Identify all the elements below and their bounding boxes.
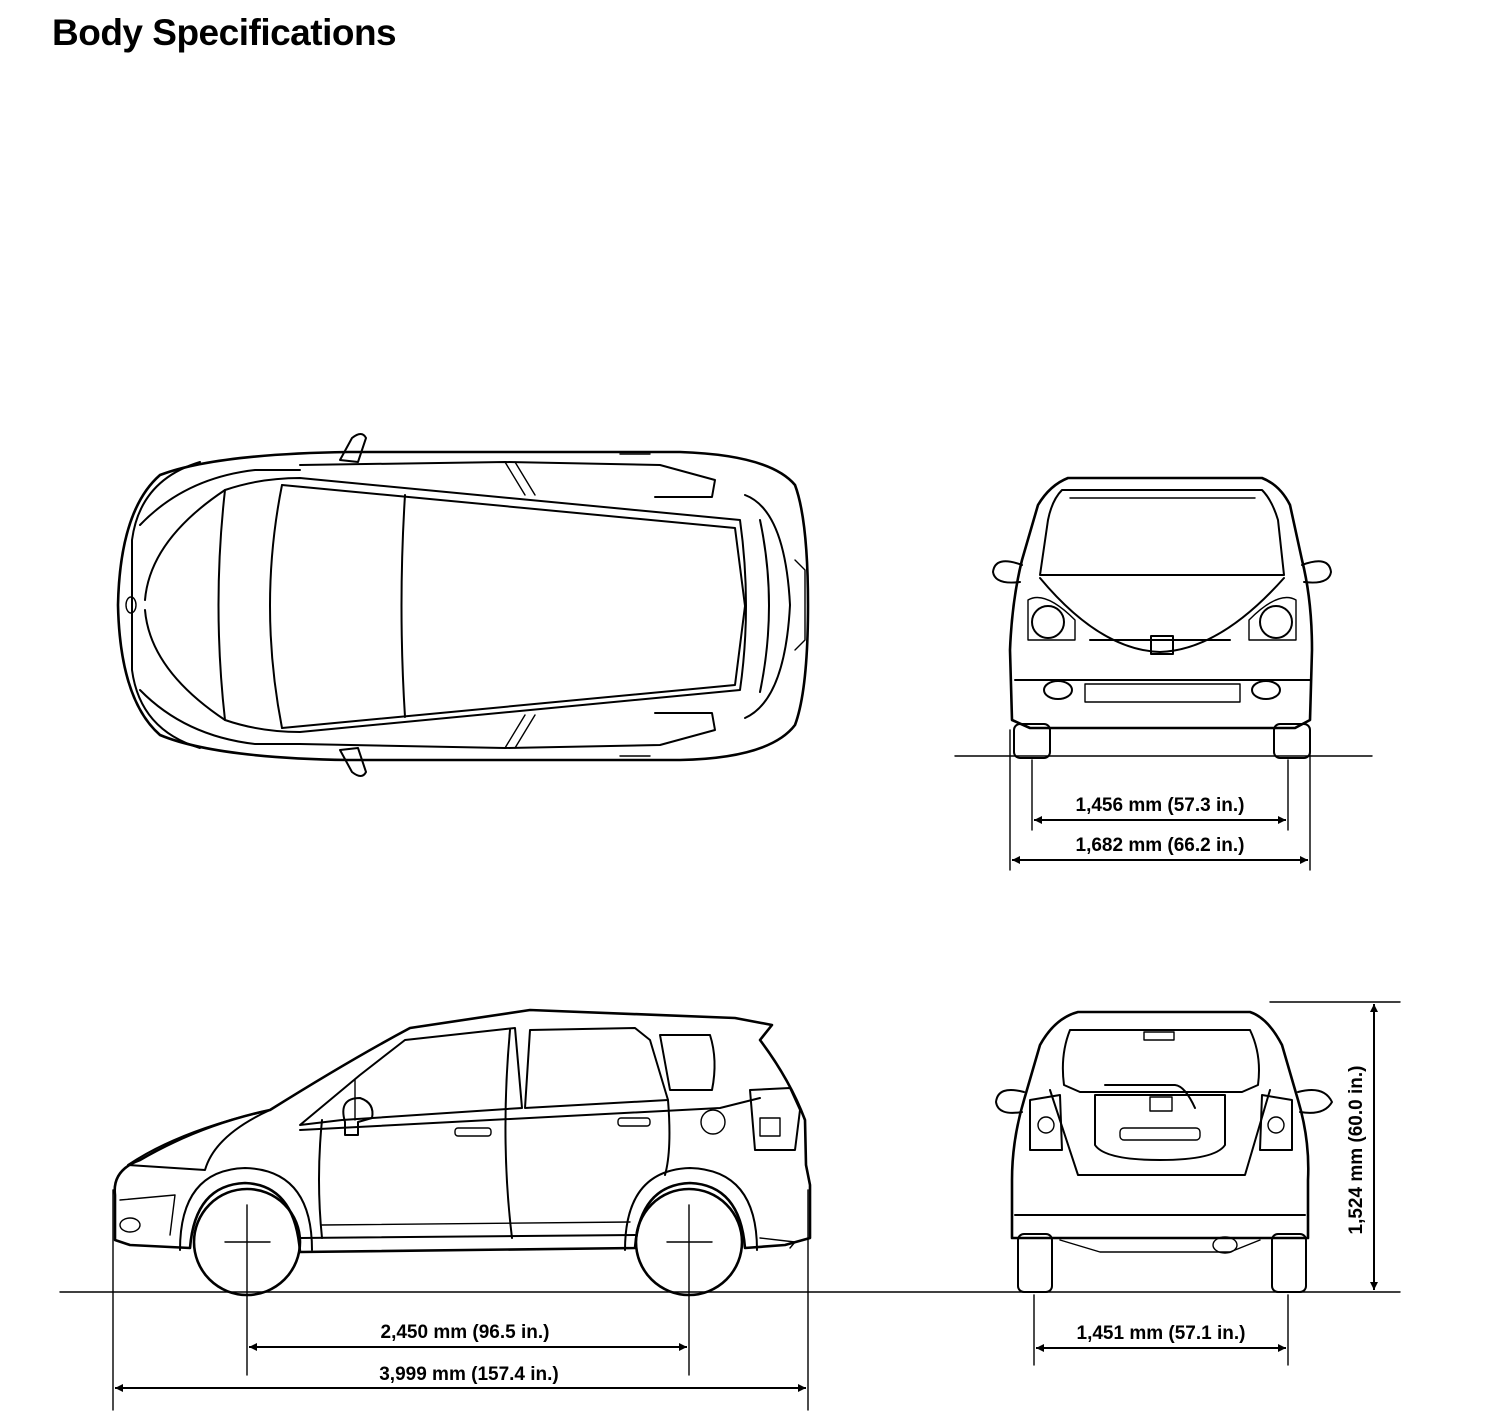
overall-width-label: 1,682 mm (66.2 in.) xyxy=(1076,835,1245,856)
side-view-drawing xyxy=(59,1008,1401,1297)
dimension-lines xyxy=(112,729,1401,1411)
rear-view-drawing xyxy=(995,1010,1333,1293)
page-title: Body Specifications xyxy=(52,12,397,53)
overall-length-label: 3,999 mm (157.4 in.) xyxy=(379,1364,559,1385)
overall-height-label: 1,524 mm (60.0 in.) xyxy=(1346,1066,1367,1235)
front-tread-label: 1,456 mm (57.3 in.) xyxy=(1076,795,1245,816)
front-view-drawing xyxy=(954,476,1373,759)
rear-tread-label: 1,451 mm (57.1 in.) xyxy=(1077,1323,1246,1344)
wheelbase-label: 2,450 mm (96.5 in.) xyxy=(381,1322,550,1343)
top-view-drawing xyxy=(116,433,810,777)
